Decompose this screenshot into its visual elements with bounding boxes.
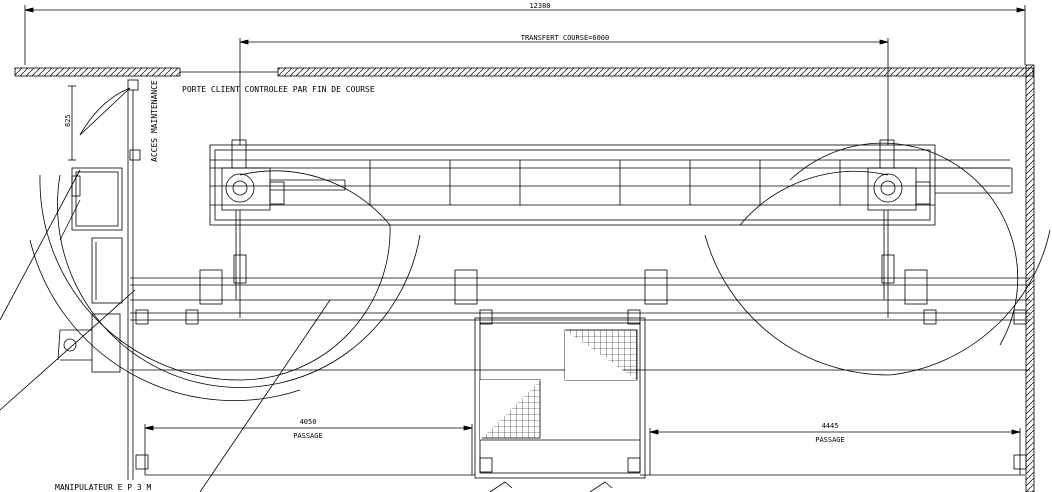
maintenance-door [68,79,141,480]
manipulateur-text: MANIPULATEUR E P 3 M [55,483,152,492]
top-wall [14,67,1034,77]
porte-client-text: PORTE CLIENT CONTROLEE PAR FIN DE COURSE [182,85,375,94]
transfer-course-dimension [239,38,889,145]
overall-dimension-line [24,5,1026,65]
acces-maintenance-text: ACCES MAINTENANCE [150,80,159,162]
robot-left [221,139,285,318]
gantry-frame [209,144,1013,226]
posts [135,269,1027,473]
passage-right-dim-text: 4445 [822,422,839,430]
left-diagonals [0,169,331,492]
passage-right-text: PASSAGE [815,436,845,444]
operator-station [57,237,123,373]
overall-dimension-text: 12380 [529,2,550,10]
door-dimension-text: 825 [64,114,72,127]
passage-left-dim-text: 4050 [300,418,317,426]
robot-right [867,139,931,318]
control-cabinet [59,167,123,241]
passage-left-dimension [144,424,473,475]
passage-right-dimension [649,428,1021,475]
bottom-partial-parts [489,481,613,492]
right-wall [1025,64,1035,492]
loading-station [474,317,646,479]
robot-sweep-arcs [29,142,1051,401]
transfer-course-text: TRANSFERT COURSE=6000 [521,34,610,42]
passage-left-text: PASSAGE [293,432,323,440]
